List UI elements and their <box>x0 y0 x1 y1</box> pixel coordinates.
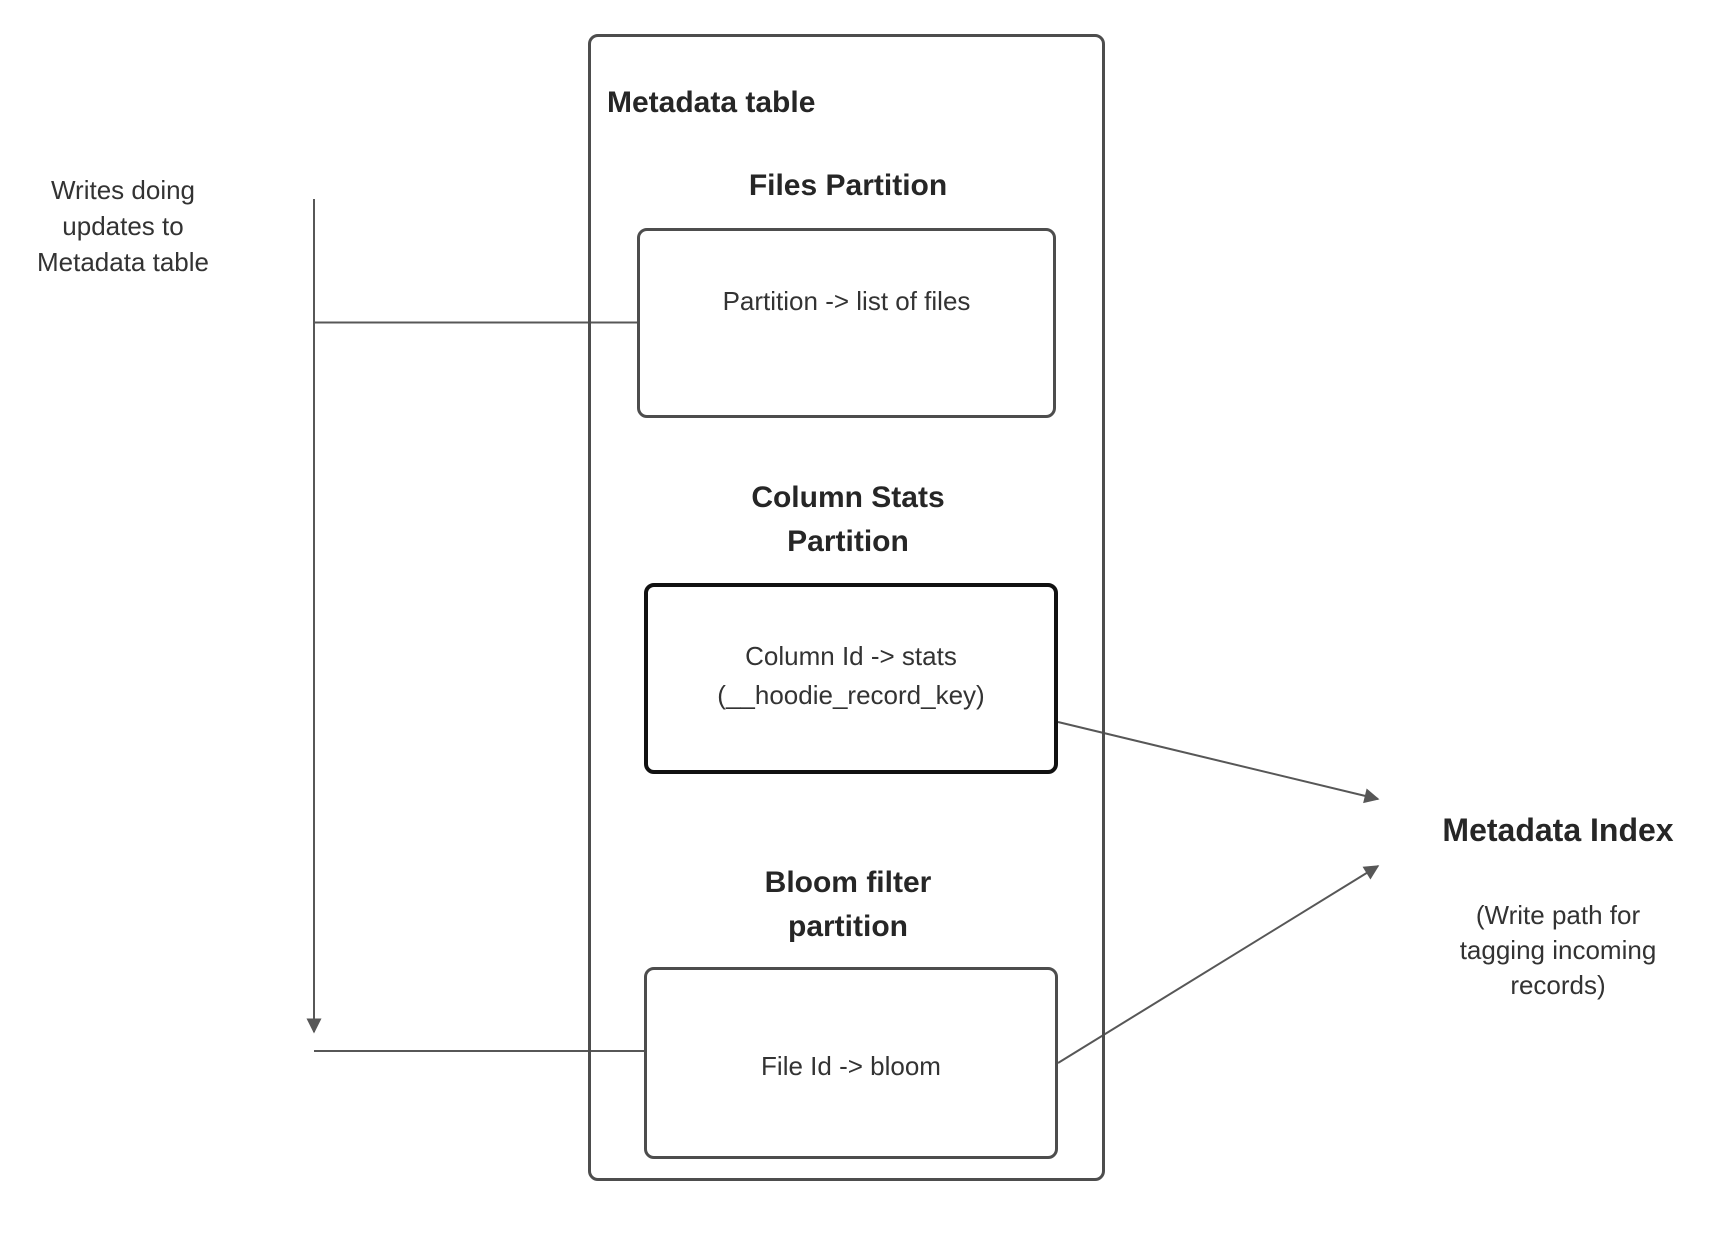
metadata-table-title: Metadata table <box>607 86 816 119</box>
metadata-index-title: Metadata Index <box>1442 812 1674 848</box>
column-stats-heading: Column Stats Partition <box>751 481 945 558</box>
column-stats-to-index-arrow <box>1057 721 1380 804</box>
bloom-to-index-arrow <box>1057 865 1380 1064</box>
metadata-index-note: (Write path for tagging incoming records… <box>1459 900 1657 1000</box>
bloom-filter-mapping: File Id -> bloom <box>761 1051 941 1081</box>
metadata-table-box <box>588 34 1105 1181</box>
bloom-filter-box <box>644 967 1058 1159</box>
files-partition-mapping: Partition -> list of files <box>722 286 971 316</box>
column-stats-mapping: Column Id -> stats (__hoodie_record_key) <box>717 641 985 710</box>
bloom-filter-heading: Bloom filter partition <box>764 866 932 943</box>
writes-label: Writes doing updates to Metadata table <box>36 175 209 277</box>
column-stats-box <box>644 583 1058 774</box>
files-partition-heading: Files Partition <box>748 169 948 202</box>
files-partition-box <box>637 228 1056 418</box>
